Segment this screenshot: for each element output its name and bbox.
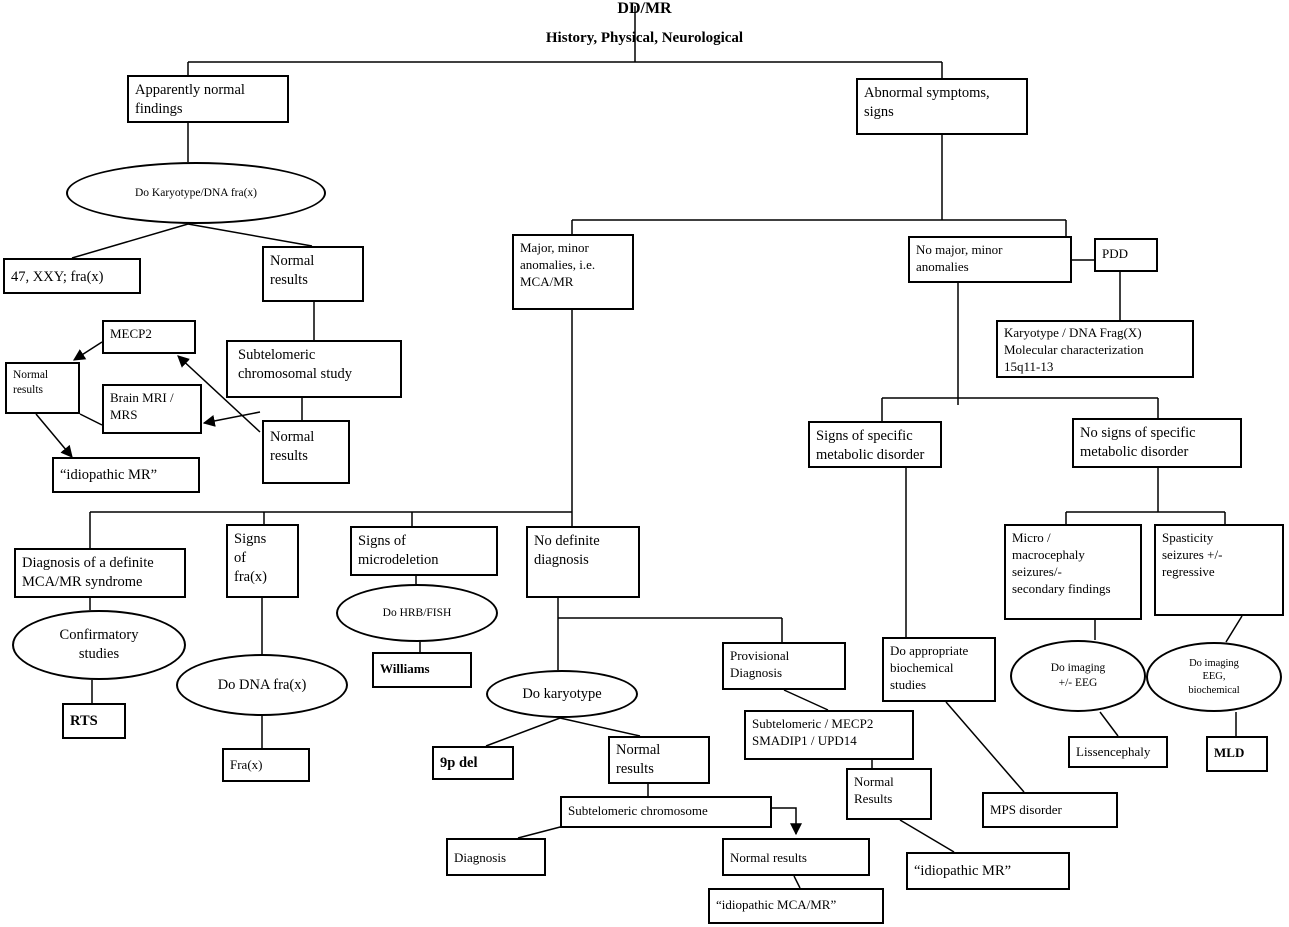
9p-del-box: 9p del [432,746,514,780]
subtelomeric-study-box: Subtelomeric chromosomal study [226,340,402,398]
do-imaging-eeg-ellipse: Do imaging +/- EEG [1010,640,1146,712]
diagram-subtitle: History, Physical, Neurological [545,30,744,46]
abnormal-symptoms-box: Abnormal symptoms, signs [856,78,1028,135]
major-minor-anomalies-box: Major, minor anomalies, i.e. MCA/MR [512,234,634,310]
brain-mri-box: Brain MRI / MRS [102,384,202,434]
diagram-title: DD/MR [617,0,672,17]
do-karyotype-ellipse: Do karyotype [486,670,638,718]
idiopathic-mr-box-1: “idiopathic MR” [52,457,200,493]
apparently-normal-box: Apparently normal findings [127,75,289,123]
normal-results-box-5: Normal results [722,838,870,876]
idiopathic-mca-mr-box: “idiopathic MCA/MR” [708,888,884,924]
rts-box: RTS [62,703,126,739]
subtelomeric-chromosome-box: Subtelomeric chromosome [560,796,772,828]
no-definite-diagnosis-box: No definite diagnosis [526,526,640,598]
mecp2-box: MECP2 [102,320,196,354]
do-karyotype-dna-ellipse: Do Karyotype/DNA fra(x) [66,162,326,224]
xxy-box: 47, XXY; fra(x) [3,258,141,294]
provisional-diagnosis-box: Provisional Diagnosis [722,642,846,690]
confirmatory-studies-ellipse: Confirmatory studies [12,610,186,680]
normal-results-box-1: Normal results [262,246,364,302]
subtelomeric-mecp2-box: Subtelomeric / MECP2 SMADIP1 / UPD14 [744,710,914,760]
normal-results-box-3: Normal results [608,736,710,784]
idiopathic-mr-box-2: “idiopathic MR” [906,852,1070,890]
micro-macrocephaly-box: Micro / macrocephaly seizures/- secondar… [1004,524,1142,620]
signs-fra-box: Signs of fra(x) [226,524,299,598]
spasticity-box: Spasticity seizures +/- regressive [1154,524,1284,616]
signs-microdeletion-box: Signs of microdeletion [350,526,498,576]
karyotype-frag-box: Karyotype / DNA Frag(X) Molecular charac… [996,320,1194,378]
do-imaging-eeg-biochemical-ellipse: Do imaging EEG, biochemical [1146,642,1282,712]
do-hrb-fish-ellipse: Do HRB/FISH [336,584,498,642]
williams-box: Williams [372,652,472,688]
normal-results-box-2: Normal results [262,420,350,484]
fra-x-box: Fra(x) [222,748,310,782]
do-biochemical-box: Do appropriate biochemical studies [882,637,996,702]
lissencephaly-box: Lissencephaly [1068,736,1168,768]
normal-results-left-box: Normal results [5,362,80,414]
diagnosis-box: Diagnosis [446,838,546,876]
normal-results-box-4: Normal Results [846,768,932,820]
mps-disorder-box: MPS disorder [982,792,1118,828]
do-dna-fra-ellipse: Do DNA fra(x) [176,654,348,716]
mld-box: MLD [1206,736,1268,772]
pdd-box: PDD [1094,238,1158,272]
signs-metabolic-box: Signs of specific metabolic disorder [808,421,942,468]
no-signs-metabolic-box: No signs of specific metabolic disorder [1072,418,1242,468]
diagnosis-definite-box: Diagnosis of a definite MCA/MR syndrome [14,548,186,598]
no-major-minor-box: No major, minor anomalies [908,236,1072,283]
